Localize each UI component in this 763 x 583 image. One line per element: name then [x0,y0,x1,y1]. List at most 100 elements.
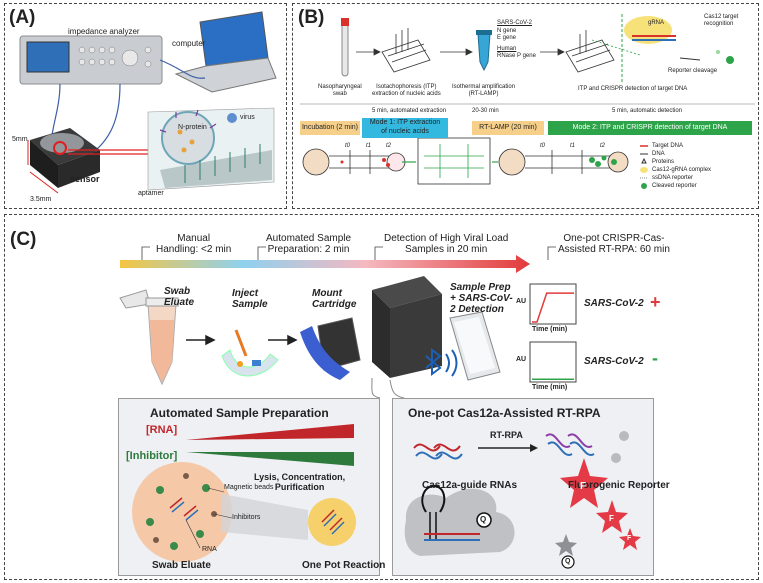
rt-rpa-arrow-label: RT-RPA [490,430,523,440]
magnetic-beads-label: Magnetic beads [224,484,274,491]
quencher-label-1: Q [480,515,487,524]
impedance-analyzer-label: impedance analyzer [68,27,140,36]
rna-label: RNA [202,546,217,553]
grna-label: gRNA [648,20,665,26]
legend-cleaved-reporter: Cleaved reporter [652,183,697,189]
aptamer-surface-inset [147,107,275,191]
t2-label-1: t2 [386,143,392,149]
dim-3-5mm-label: 3.5mm [30,196,52,203]
inhibitors-label: Inhibitors [232,514,261,521]
flow-sample-prep: Sample Prep + SARS-CoV- 2 Detection [450,282,513,315]
timeline-mode1: Mode 1: ITP extraction of nucleic acids [362,118,448,138]
computer-label: computer [172,39,206,48]
step-swab-label: Nasopharyngeal swab [318,84,362,97]
target-e-gene: E gene [497,35,517,41]
rt-rpa-title: One-pot Cas12a-Assisted RT-RPA [408,406,601,420]
panel-b [292,3,759,209]
quencher-label-2: Q [565,558,571,565]
legend-dna: DNA [652,151,665,157]
swab-eluate-tube [119,289,179,386]
t2-label-2: t2 [600,143,606,149]
legend-cas12-complex: Cas12-gRNA complex [652,167,712,173]
rt-lamp-tube [476,30,492,72]
timeline-incubation: Incubation (2 min) [300,121,360,135]
rna-gradient-text: [RNA] [146,424,178,436]
t1-label-1: t1 [366,143,372,149]
inhibitor-gradient-label: [Inhibitor] [126,450,177,462]
t0-label-1: t0 [345,143,351,149]
time-detection: 5 min, automatic detection [612,108,683,114]
sample-prep-title: Automated Sample Preparation [150,406,329,420]
panel-c [4,214,759,580]
itp-channel-schematics [302,137,629,185]
dim-5mm-label: 5mm [12,136,28,143]
time-extraction: 5 min, automated extraction [372,108,447,114]
step-crispr-label: ITP and CRISPR detection of target DNA [578,86,688,92]
plot2-xlabel: Time (min) [532,384,568,391]
time-lamp: 20-30 min [472,108,499,114]
timeline-detection: Detection of High Viral Load Samples in … [384,233,509,255]
cas12-complex [624,16,734,64]
human-title: Human [497,46,517,52]
swab-tube [341,18,349,77]
timeline-rt-lamp: RT-LAMP (20 min) [472,121,544,135]
lysis-label: Lysis, Concentration, Purification [254,472,346,492]
plot1-ylabel: AU [516,298,527,305]
t0-label-2: t0 [540,143,546,149]
cas12-recognition-label: Cas12 target recognition [704,14,739,27]
sensor-chip [30,128,150,188]
detection-device [300,276,442,380]
itp-chip-1 [381,28,431,73]
timeline-manual-handling: Manual Handling: <2 min [156,233,232,255]
sensor-label: sensor [70,174,100,184]
sars-cov-2-target-title: SARS-CoV-2 [497,20,533,26]
panel-a-label: (A) [9,7,36,28]
bluetooth-icon [425,348,458,377]
step-itp-label: Isotachophoresis (ITP) extraction of nuc… [372,84,441,97]
reporter-cleavage-label: Reporter cleavage [668,68,718,74]
timeline-mode2: Mode 2: ITP and CRISPR detection of targ… [548,121,752,135]
cas12a-guide-label: Cas12a-guide RNAs [422,480,518,491]
virus-label: virus [240,114,255,121]
timeline-one-pot: One-pot CRISPR-Cas- Assisted RT-RPA: 60 … [558,233,670,255]
plot1-xlabel: Time (min) [532,326,568,333]
timeline-automated-prep: Automated Sample Preparation: 2 min [266,233,352,255]
plot-positive [529,283,577,325]
swab-eluate-label: Swab Eluate [152,560,211,571]
aptamer-label: aptamer [138,190,164,197]
itp-chip-2 [565,30,641,73]
flow-inject-sample: Inject Sample [232,288,268,310]
legend-ssdna-reporter: ssDNA reporter [652,175,694,181]
plot1-label: SARS-CoV-2 [584,298,644,309]
inhibitor-gradient-text: [Inhibitor] [126,450,178,462]
plot2-label: SARS-CoV-2 [584,356,644,367]
plot2-ylabel: AU [516,356,527,363]
t1-label-2: t1 [570,143,576,149]
fluorogenic-reporter-label: Fluorogenic Reporter [568,480,670,491]
plot2-sign: - [652,348,658,368]
panel-c-label: (C) [10,229,37,250]
laptop-computer [174,11,277,93]
plot-negative [529,341,577,383]
fluorophore-label-1: F [580,481,587,492]
one-pot-label: One Pot Reaction [302,560,386,571]
flow-mount-cartridge: Mount Cartridge [312,288,357,310]
fluorophore-label-3: F [627,535,632,542]
flow-swab-eluate: Swab Eluate [164,286,195,308]
panel-b-label: (B) [298,7,325,28]
smartphone [449,311,501,381]
fluorophore-label-2: F [609,514,614,523]
plot1-sign: + [650,292,661,312]
rna-gradient-label: [RNA] [146,424,177,436]
legend-target-dna: Target DNA [652,143,684,149]
step-lamp-label: Isothermal amplification (RT-LAMP) [452,84,516,97]
panel-a [4,3,287,209]
human-rnase-p-gene: RNase P gene [497,53,536,59]
